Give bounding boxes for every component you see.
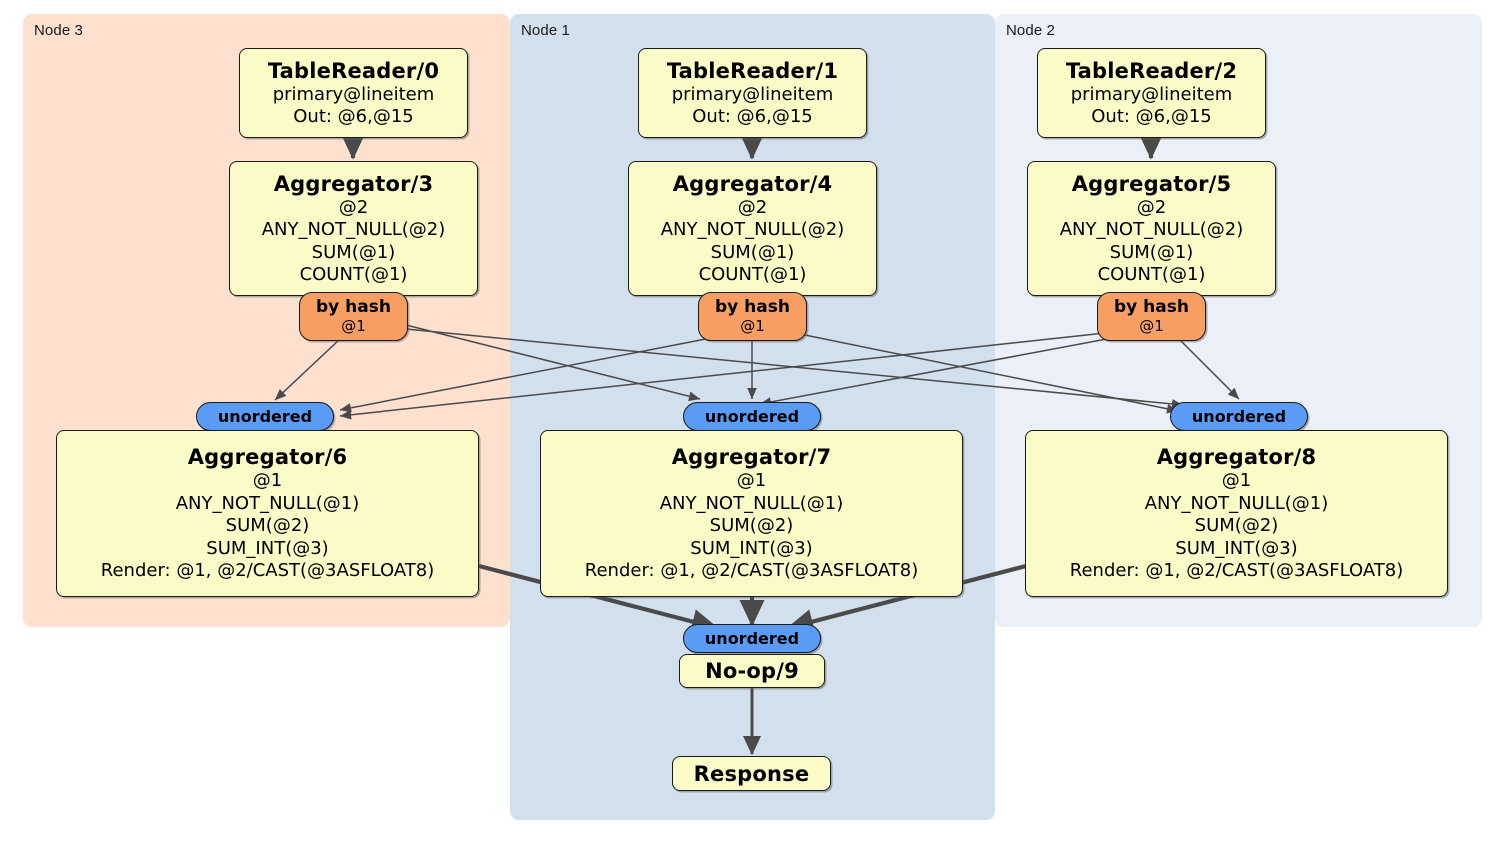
node-line: ANY_NOT_NULL(@1)	[175, 492, 360, 514]
region-label-node-1: Node 1	[521, 22, 570, 39]
synchronizer-unordered-final[interactable]: unordered	[683, 624, 821, 653]
processor-tablereader-2[interactable]: TableReader/2 primary@lineitem Out: @6,@…	[1037, 48, 1266, 138]
processor-aggregator-3[interactable]: Aggregator/3 @2 ANY_NOT_NULL(@2) SUM(@1)…	[229, 161, 478, 296]
node-title: Response	[693, 761, 810, 786]
processor-no-op-9[interactable]: No-op/9	[679, 654, 825, 688]
node-line: Out: @6,@15	[692, 106, 813, 127]
processor-tablereader-1[interactable]: TableReader/1 primary@lineitem Out: @6,@…	[638, 48, 867, 138]
processor-aggregator-4[interactable]: Aggregator/4 @2 ANY_NOT_NULL(@2) SUM(@1)…	[628, 161, 877, 296]
node-line: COUNT(@1)	[698, 264, 807, 285]
node-title: No-op/9	[705, 659, 799, 683]
node-line: Out: @6,@15	[293, 106, 414, 127]
node-line: Render: @1, @2/CAST(@3ASFLOAT8)	[100, 560, 435, 582]
router-detail: @1	[1139, 317, 1164, 335]
node-line: @2	[737, 196, 768, 218]
synchronizer-unordered-node-1[interactable]: unordered	[683, 402, 821, 431]
router-title: by hash	[316, 297, 391, 317]
region-label-node-3: Node 3	[34, 22, 83, 39]
node-title: TableReader/2	[1065, 58, 1238, 83]
node-line: ANY_NOT_NULL(@1)	[659, 492, 844, 514]
processor-aggregator-6[interactable]: Aggregator/6 @1 ANY_NOT_NULL(@1) SUM(@2)…	[56, 430, 479, 597]
processor-aggregator-8[interactable]: Aggregator/8 @1 ANY_NOT_NULL(@1) SUM(@2)…	[1025, 430, 1448, 597]
node-line: SUM_INT(@3)	[690, 537, 813, 559]
node-line: Render: @1, @2/CAST(@3ASFLOAT8)	[584, 560, 919, 582]
router-by-hash-node-3[interactable]: by hash @1	[299, 292, 408, 341]
synchronizer-unordered-node-2[interactable]: unordered	[1170, 402, 1308, 431]
node-title: Aggregator/4	[672, 171, 833, 196]
processor-aggregator-5[interactable]: Aggregator/5 @2 ANY_NOT_NULL(@2) SUM(@1)…	[1027, 161, 1276, 296]
region-label-node-2: Node 2	[1006, 22, 1055, 39]
node-title: Aggregator/5	[1071, 171, 1232, 196]
node-line: SUM(@1)	[1109, 241, 1194, 263]
node-line: SUM_INT(@3)	[206, 537, 329, 559]
processor-aggregator-7[interactable]: Aggregator/7 @1 ANY_NOT_NULL(@1) SUM(@2)…	[540, 430, 963, 597]
synchronizer-unordered-node-3[interactable]: unordered	[196, 402, 334, 431]
router-detail: @1	[740, 317, 765, 335]
synchronizer-title: unordered	[217, 406, 313, 426]
node-line: primary@lineitem	[1070, 83, 1233, 105]
node-line: Out: @6,@15	[1091, 106, 1212, 127]
synchronizer-title: unordered	[1191, 406, 1287, 426]
node-line: primary@lineitem	[671, 83, 834, 105]
node-title: TableReader/1	[666, 58, 839, 83]
node-line: ANY_NOT_NULL(@2)	[261, 219, 446, 240]
node-line: SUM(@1)	[311, 241, 396, 263]
router-detail: @1	[341, 317, 366, 335]
router-title: by hash	[1114, 297, 1189, 317]
processor-tablereader-0[interactable]: TableReader/0 primary@lineitem Out: @6,@…	[239, 48, 468, 138]
node-line: primary@lineitem	[272, 83, 435, 105]
node-line: SUM_INT(@3)	[1175, 537, 1298, 559]
node-line: ANY_NOT_NULL(@2)	[1059, 219, 1244, 240]
node-line: COUNT(@1)	[1097, 264, 1206, 285]
node-line: @1	[1221, 470, 1252, 492]
node-line: SUM(@2)	[1194, 515, 1279, 537]
node-title: TableReader/0	[267, 58, 440, 83]
router-by-hash-node-2[interactable]: by hash @1	[1097, 292, 1206, 341]
node-line: @2	[338, 196, 369, 218]
router-title: by hash	[715, 297, 790, 317]
node-line: COUNT(@1)	[299, 264, 408, 285]
synchronizer-title: unordered	[704, 406, 800, 426]
node-line: @2	[1136, 196, 1167, 218]
node-line: Render: @1, @2/CAST(@3ASFLOAT8)	[1069, 560, 1404, 582]
node-line: SUM(@2)	[709, 515, 794, 537]
node-title: Aggregator/7	[671, 445, 832, 470]
node-line: ANY_NOT_NULL(@2)	[660, 219, 845, 240]
synchronizer-title: unordered	[704, 628, 800, 648]
node-line: @1	[252, 470, 283, 492]
node-title: Aggregator/6	[187, 445, 348, 470]
node-title: Aggregator/3	[273, 171, 434, 196]
node-line: SUM(@1)	[710, 241, 795, 263]
node-line: SUM(@2)	[225, 515, 310, 537]
node-line: @1	[736, 470, 767, 492]
node-line: ANY_NOT_NULL(@1)	[1144, 492, 1329, 514]
router-by-hash-node-1[interactable]: by hash @1	[698, 292, 807, 341]
node-title: Aggregator/8	[1156, 445, 1317, 470]
processor-response[interactable]: Response	[672, 756, 831, 791]
